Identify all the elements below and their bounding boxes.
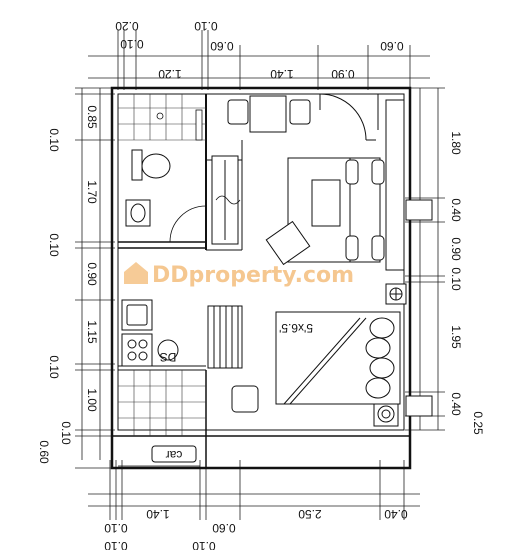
tv-shelf-icon (385, 99, 405, 271)
ds-label: DS (160, 350, 177, 364)
dim-top-1: 0.10 (120, 37, 144, 51)
dim-right-1: 0.40 (449, 198, 463, 222)
bed-icon (275, 311, 401, 405)
window-box-bottom (405, 395, 433, 417)
dim-left-9: 0.60 (37, 440, 51, 464)
right-dimensions: 1.80 0.40 0.90 0.10 1.95 0.40 0.25 (449, 131, 485, 435)
desk-chair-icon (231, 385, 259, 413)
dim-left-8: 0.10 (59, 421, 73, 445)
dim-top-4: 0.60 (210, 39, 234, 53)
dim-right-5: 0.40 (449, 392, 463, 416)
dim-left-1: 0.85 (85, 105, 99, 129)
dim-left-4: 0.90 (85, 262, 99, 286)
svg-text:DDproperty.com: DDproperty.com (152, 263, 354, 288)
bed-size-label: 5'x6.5' (279, 321, 313, 335)
dim-bottom-6: 0.40 (384, 507, 408, 521)
dim-top-3: 0.10 (194, 19, 218, 33)
dim-top-5: 1.40 (270, 67, 294, 81)
dim-bottom-0: 0.10 (104, 521, 128, 535)
shower-head-icon (156, 112, 164, 120)
balcony-tiles (118, 370, 206, 436)
window-box-top (405, 199, 433, 221)
dim-bottom-1: 0.10 (104, 539, 128, 550)
stove-icon (121, 333, 153, 367)
dim-bottom-2: 1.40 (146, 507, 170, 521)
ceiling-light-icon (385, 283, 407, 305)
basin-icon (125, 199, 151, 227)
dim-left-3: 0.10 (47, 233, 61, 257)
dim-bottom-4: 0.60 (212, 521, 236, 535)
armchair-icon (265, 220, 311, 266)
bedside-lamp-icon (373, 401, 399, 427)
dim-left-7: 1.00 (85, 388, 99, 412)
dim-left-5: 1.15 (85, 320, 99, 344)
dim-top-0: 0.20 (115, 19, 139, 33)
dim-bottom-3: 0.10 (192, 539, 216, 550)
wardrobe-icon (211, 155, 239, 245)
kitchen-sink-icon (121, 299, 153, 331)
bottom-dimensions: 0.10 0.10 1.40 0.10 0.60 2.50 0.40 (104, 507, 408, 550)
dim-left-2: 1.70 (85, 180, 99, 204)
car-label: car (166, 448, 183, 462)
dim-left-0: 0.10 (47, 128, 61, 152)
bathroom-door-arc-icon (169, 205, 207, 243)
closet-icon (207, 305, 243, 369)
dim-right-3: 0.10 (449, 267, 463, 291)
dim-right-0: 1.80 (449, 131, 463, 155)
bathroom-tiles (118, 94, 206, 141)
dimension-lines (75, 30, 445, 520)
toilet-icon (131, 149, 171, 181)
dim-bottom-5: 2.50 (298, 507, 322, 521)
dim-right-4: 1.95 (449, 325, 463, 349)
ds-symbol-icon (157, 339, 179, 361)
dim-right-6: 0.25 (471, 411, 485, 435)
car-symbol-icon (151, 445, 197, 463)
dining-table-icon (227, 95, 311, 133)
entry-door-icon (319, 93, 376, 141)
shower-rail-icon (195, 109, 203, 141)
watermark-house-icon (124, 262, 148, 284)
outer-wall (110, 86, 412, 470)
dim-top-7: 0.60 (380, 39, 404, 53)
top-dimensions: 0.20 0.10 1.20 0.10 0.60 1.40 0.90 0.60 (115, 19, 404, 81)
dim-left-6: 0.10 (47, 355, 61, 379)
left-dimensions: 0.10 0.85 1.70 0.10 0.90 1.15 0.10 1.00 … (37, 105, 99, 464)
dim-top-6: 0.90 (331, 67, 355, 81)
dim-right-2: 0.90 (449, 237, 463, 261)
dim-top-2: 1.20 (158, 67, 182, 81)
sink-drawing-icon (215, 195, 241, 205)
coffee-table-icon (311, 179, 341, 227)
watermark-logo: DDproperty.com (124, 262, 354, 288)
